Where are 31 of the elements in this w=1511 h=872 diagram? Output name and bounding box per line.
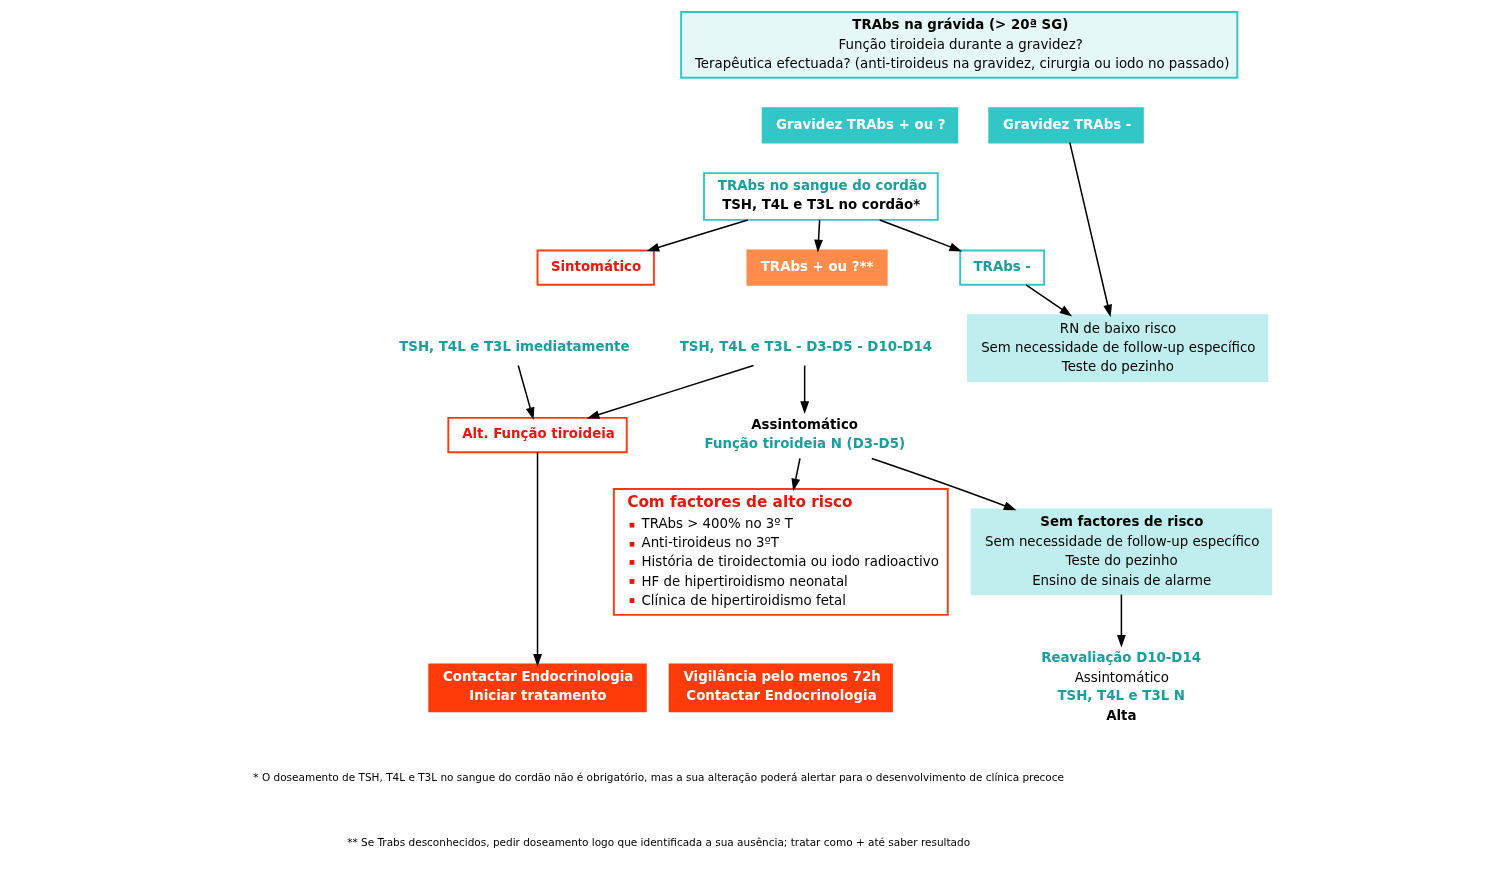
arrow bbox=[646, 219, 749, 252]
node-box: Alt. Função tiroideia bbox=[446, 416, 628, 454]
node-text: TSH, T4L e T3L imediatamente bbox=[398, 339, 629, 355]
arrow bbox=[878, 219, 962, 252]
node-text: TSH, T4L e T3L - D3-D5 - D10-D14 bbox=[679, 339, 932, 355]
node-box: TRAbs + ou ?** bbox=[745, 249, 888, 286]
label: ** Se Trabs desconhecidos, pedir doseamento logo que identificada a sua ausência; tratar como + até saber resultado bbox=[346, 835, 970, 848]
node-box: Sintomático bbox=[536, 249, 655, 286]
node-box: TRAbs no sangue do cordão TSH, T4L e T3L no cordão* bbox=[702, 172, 939, 221]
arrow bbox=[790, 457, 801, 492]
arrow bbox=[1024, 284, 1072, 317]
node-box: TRAbs - bbox=[958, 249, 1045, 286]
arrow bbox=[799, 364, 809, 414]
node-box: Vigilância pelo menos 72h Contactar Endocrinologia bbox=[668, 663, 893, 713]
node-box: Sem factores de risco Sem necessidade de follow-up específico Teste do pezinho Ensino de sinais de alarme bbox=[970, 508, 1272, 596]
node-text: Reavaliação D10-D14 Assintomático TSH, T4L e T3L N Alta bbox=[1040, 650, 1201, 723]
node-box: RN de baixo risco Sem necessidade de follow-up específico Teste do pezinho bbox=[966, 314, 1268, 383]
node-box: Com factores de alto risco TRAbs > 400% no 3º T Anti-tiroideus no 3ºT História de tiroidectomia ou iodo radioactivo HF de hipertiroidismo neonatal Clínica de hipertiroidismo fetal bbox=[612, 488, 949, 616]
arrow bbox=[813, 219, 823, 253]
arrow bbox=[517, 364, 534, 420]
arrow bbox=[586, 364, 754, 419]
node-box: TRAbs na grávida (> 20ª SG) Função tiroideia durante a gravidez? Terapêutica efectuada? (anti-tiroideus na gravidez, cirurgia ou iodo no passado) bbox=[679, 10, 1238, 79]
arrow bbox=[1116, 593, 1126, 648]
arrow bbox=[870, 457, 1016, 511]
node-box: Gravidez TRAbs - bbox=[987, 107, 1144, 144]
node-text: Assintomático Função tiroideia N (D3-D5) bbox=[703, 416, 905, 451]
arrow bbox=[1068, 141, 1112, 318]
label: * O doseamento de TSH, T4L e T3L no sangue do cordão não é obrigatório, mas a sua alteração poderá alertar para o desenvolvimento de clínica precoce bbox=[252, 770, 1064, 783]
node-box: Gravidez TRAbs + ou ? bbox=[761, 107, 958, 144]
node-box: Contactar Endocrinologia Iniciar tratamento bbox=[427, 663, 647, 713]
arrow bbox=[532, 451, 542, 667]
